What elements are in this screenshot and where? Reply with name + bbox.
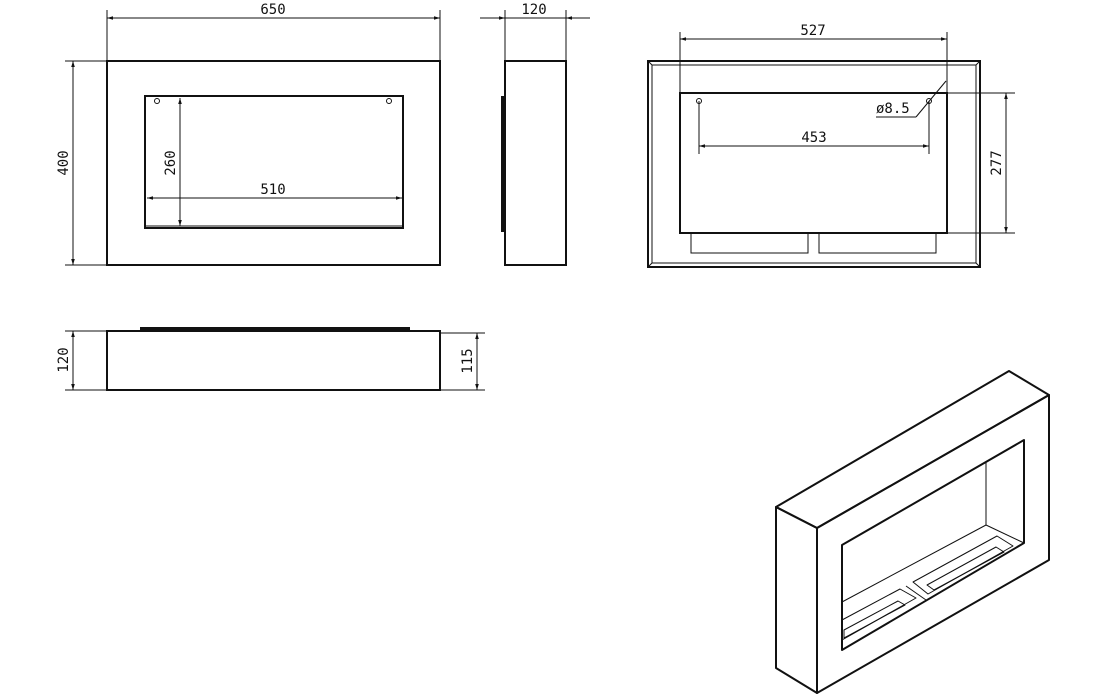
iso-front-face: [816, 394, 1050, 694]
isometric-view: [775, 370, 1050, 694]
dim-width: 650: [260, 2, 285, 18]
dim-depth: 120: [521, 2, 546, 18]
burner-box: [818, 232, 937, 254]
dim-body-depth: 115: [460, 348, 476, 373]
iso-opening: [841, 439, 1025, 651]
dim-top-depth: 120: [56, 347, 72, 372]
front-view: 650 400 260 510: [56, 2, 441, 266]
mount-hole: [154, 98, 160, 104]
top-body: [106, 330, 441, 391]
front-opening: [144, 95, 404, 229]
side-view: 120: [480, 2, 590, 266]
back-outer-frame: [647, 60, 981, 268]
top-view: 120 115: [56, 327, 485, 391]
back-view: 527 453 ø8.5 277: [647, 23, 1015, 268]
dim-hole-spacing: 453: [801, 130, 826, 146]
front-outer-frame: [106, 60, 441, 266]
side-body: [504, 60, 567, 266]
dim-plate-height: 277: [989, 150, 1005, 175]
dim-hole-diameter: ø8.5: [876, 101, 910, 117]
dim-opening-width: 510: [260, 182, 285, 198]
iso-left-face: [775, 506, 818, 694]
burner-box: [690, 232, 809, 254]
mount-hole: [386, 98, 392, 104]
dim-height: 400: [56, 150, 72, 175]
mounting-plate: [679, 92, 948, 234]
dim-plate-width: 527: [800, 23, 825, 39]
dim-opening-height: 260: [163, 150, 179, 175]
